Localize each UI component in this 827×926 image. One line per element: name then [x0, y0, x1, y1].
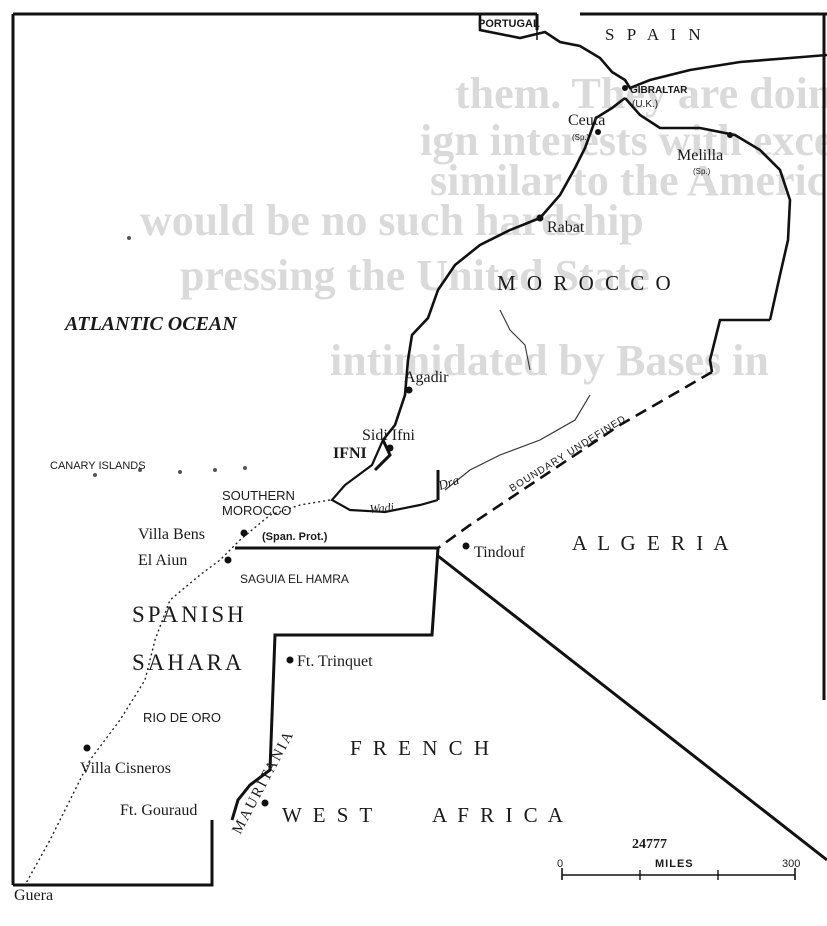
label-rabat: Rabat — [547, 219, 585, 236]
bleed-line-2: ign interests with exception — [420, 116, 827, 165]
scale-zero: 0 — [557, 858, 563, 870]
label-french: F R E N C H — [350, 736, 492, 760]
label-gibraltar: GIBRALTAR — [630, 85, 688, 96]
southern-coast — [330, 439, 439, 514]
scale-unit: MILES — [655, 858, 694, 870]
label-agadir: Agadir — [404, 369, 449, 386]
label-saguia: SAGUIA EL HAMRA — [240, 572, 349, 586]
melilla-dot — [727, 132, 733, 138]
label-africa: A F R I C A — [432, 803, 566, 827]
bleed-through-text: them. They are doing so through ign inte… — [140, 69, 827, 385]
map-frame — [11, 12, 827, 887]
morocco-med-coast — [624, 97, 792, 321]
villa-bens-dot — [240, 529, 248, 537]
label-ifni: IFNI — [333, 445, 367, 462]
bleed-line-1: them. They are doing so through — [455, 69, 827, 118]
boundary-undefined-line — [437, 370, 713, 550]
label-ft-trinquet: Ft. Trinquet — [297, 653, 373, 670]
canary-islands-shapes — [93, 236, 247, 477]
label-southern: SOUTHERN — [222, 488, 295, 503]
spain-coast — [478, 14, 827, 90]
label-ceuta: Ceuta — [568, 112, 605, 129]
bleed-line-6: intimidated by Bases in — [330, 336, 769, 385]
label-morocco-southern: MOROCCO — [222, 503, 291, 518]
morocco-coast — [381, 96, 626, 441]
rabat-dot — [536, 214, 544, 222]
bleed-line-3: similar to the American ambassad — [430, 156, 827, 205]
label-wadi: Wadi — [369, 500, 394, 516]
ifni-border — [373, 439, 392, 472]
sidi-ifni-dot — [386, 444, 394, 452]
city-dots — [83, 85, 733, 807]
label-portugal: PORTUGAL — [478, 18, 540, 30]
label-morocco: M O R O C C O — [497, 271, 674, 295]
label-sahara: SAHARA — [132, 650, 245, 675]
label-tindouf: Tindouf — [474, 544, 526, 561]
bleed-line-5: pressing the United State — [180, 251, 650, 300]
label-span-prot: (Span. Prot.) — [262, 531, 328, 543]
west-sahara-coast-dotted — [24, 499, 331, 886]
agadir-dot — [405, 386, 413, 394]
scale-max: 300 — [782, 858, 800, 870]
ft-gouraud-dot — [261, 799, 269, 807]
scale-bar: 0 MILES 300 — [557, 858, 800, 880]
algeria-fwa-border — [437, 554, 827, 862]
label-boundary-undefined: BOUNDARY UNDEFINED — [508, 413, 629, 494]
label-melilla-sp: (Sp.) — [693, 167, 711, 176]
label-el-aiun: El Aiun — [138, 552, 187, 569]
label-guera: Guera — [14, 887, 53, 904]
bleed-line-4: would be no such hardship — [140, 196, 644, 245]
label-villa-cisneros: Villa Cisneros — [80, 760, 171, 777]
map-number: 24777 — [632, 837, 667, 852]
label-sidi-ifni: Sidi Ifni — [362, 427, 415, 444]
morocco-algeria-boundary — [708, 318, 770, 373]
label-villa-bens: Villa Bens — [138, 526, 205, 543]
gibraltar-dot — [622, 85, 628, 91]
spanish-sahara-borders — [18, 547, 440, 887]
label-melilla: Melilla — [677, 147, 723, 164]
label-rio-de-oro: RIO DE ORO — [143, 710, 221, 725]
label-ft-gouraud: Ft. Gouraud — [120, 802, 197, 819]
label-canary-islands: CANARY ISLANDS — [50, 460, 146, 472]
label-ceuta-sp: (Sp.) — [572, 133, 590, 142]
morocco-river — [499, 309, 531, 371]
wadi-dra-river — [444, 394, 591, 491]
tindouf-dot — [462, 542, 470, 550]
label-spain: S P A I N — [605, 25, 705, 44]
label-atlantic-ocean: ATLANTIC OCEAN — [63, 313, 238, 335]
label-uk: (U.K.) — [632, 99, 658, 110]
el-aiun-dot — [224, 556, 232, 564]
ft-trinquet-dot — [286, 656, 294, 664]
label-west: W E S T — [282, 803, 375, 827]
label-algeria: A L G E R I A — [572, 531, 732, 555]
ceuta-dot — [595, 129, 601, 135]
label-spanish: SPANISH — [132, 602, 247, 627]
villa-cisneros-dot — [83, 744, 91, 752]
label-dra: Dra — [435, 472, 461, 493]
